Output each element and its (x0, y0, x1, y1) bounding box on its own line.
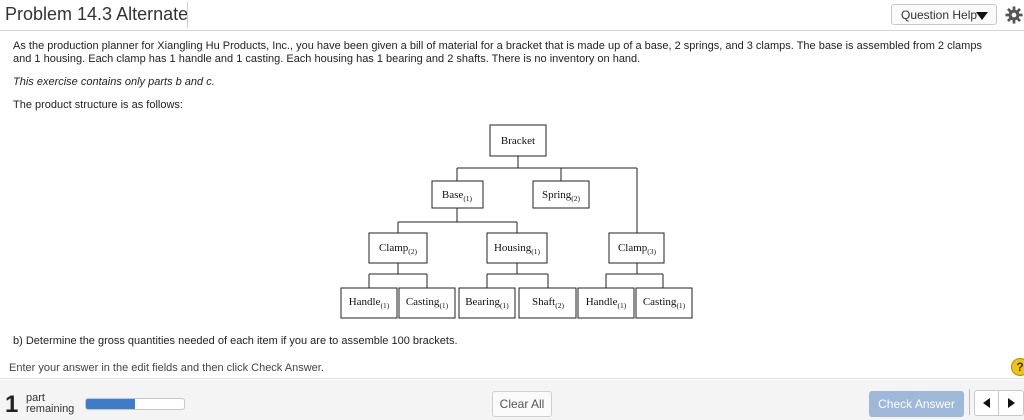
node-bearing: Bearing(1) (465, 296, 509, 310)
help-icon[interactable]: ? (1011, 358, 1024, 376)
node-spring: Spring(2) (542, 189, 581, 203)
exercise-note: This exercise contains only parts b and … (13, 76, 215, 88)
clear-all-button[interactable]: Clear All (492, 391, 552, 417)
arrow-right-icon (1008, 398, 1015, 408)
title-divider (187, 2, 188, 28)
arrow-left-icon (983, 398, 990, 408)
node-handle-right: Handle(1) (586, 296, 627, 310)
problem-title: Problem 14.3 Alternate (5, 4, 189, 24)
node-casting-left: Casting(1) (406, 296, 449, 310)
top-bar: Problem 14.3 Alternate Question Help (0, 0, 1024, 30)
button-separator (969, 389, 970, 415)
gear-icon[interactable] (1005, 6, 1023, 24)
node-housing: Housing(1) (494, 242, 541, 256)
parts-remaining-label: part remaining (26, 392, 75, 415)
question-help-label: Question Help (901, 8, 978, 22)
header-divider (0, 30, 1024, 31)
node-clamp-3: Clamp(3) (618, 242, 657, 256)
progress-fill (86, 399, 135, 409)
question-help-button[interactable]: Question Help (891, 4, 997, 25)
node-bracket: Bracket (501, 135, 535, 147)
question-text: b) Determine the gross quantities needed… (13, 335, 458, 347)
node-shaft: Shaft(2) (532, 296, 564, 310)
instruction-text: Enter your answer in the edit fields and… (9, 362, 324, 374)
dropdown-arrow-icon (976, 12, 988, 20)
tree-connectors (368, 156, 664, 288)
structure-label: The product structure is as follows: (13, 99, 183, 111)
product-structure-tree: Bracket Base(1) Spring(2) Clamp(2) Housi… (340, 124, 693, 319)
instruction-divider (0, 378, 1024, 379)
parts-remaining-count: 1 (5, 391, 19, 418)
node-clamp-2: Clamp(2) (379, 242, 418, 256)
node-casting-right: Casting(1) (643, 296, 686, 310)
tree-boxes (340, 124, 693, 319)
problem-intro-text: As the production planner for Xiangling … (13, 40, 982, 65)
node-base: Base(1) (442, 189, 473, 203)
check-answer-button[interactable]: Check Answer (869, 391, 964, 417)
previous-button[interactable] (974, 390, 999, 416)
progress-bar (85, 398, 185, 410)
next-button[interactable] (999, 390, 1024, 416)
node-handle-left: Handle(1) (349, 296, 390, 310)
